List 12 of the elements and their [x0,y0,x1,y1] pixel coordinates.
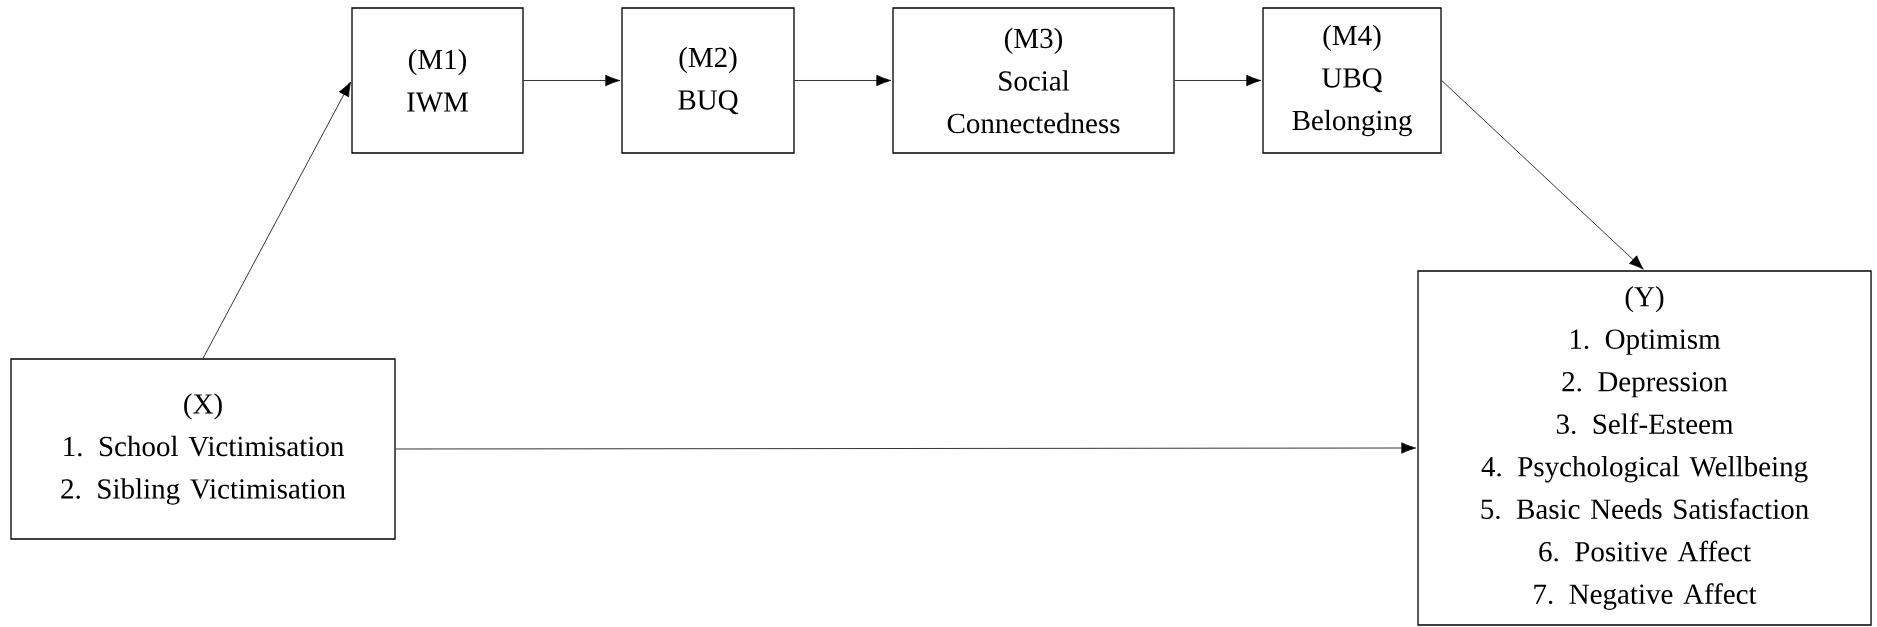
variable-box: (Y) 1. Optimism 2. Depression 3. Self-Esteem 4. Psychological Wellbeing 5. Basic Needs Satisfaction 6. Positive Affect 7. Negative Affect [1417,270,1872,626]
mediator-box: (M1) IWM [351,7,524,154]
mediator-box: (M2) BUQ [621,7,795,154]
arrow [794,74,892,87]
arrow [1441,80,1644,270]
arrow [523,74,621,87]
mediator-box: (M3) Social Connectedness [892,7,1175,154]
arrow [1174,74,1262,87]
variable-box: (X) 1. School Victimisation 2. Sibling Victimisation [10,358,396,540]
arrow [202,81,351,359]
arrow [395,442,1417,454]
mediator-box: (M4) UBQ Belonging [1262,7,1442,154]
